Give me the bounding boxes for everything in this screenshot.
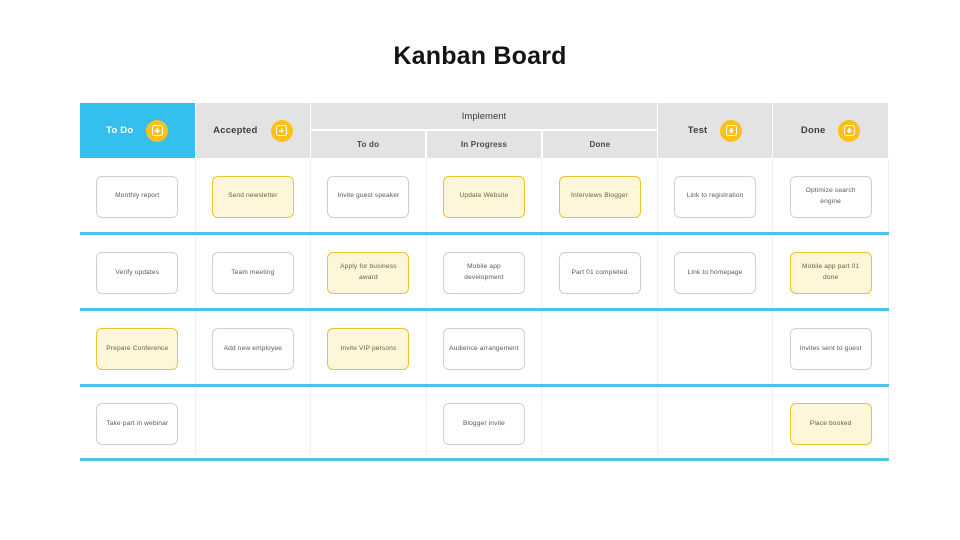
- board-row: Verify updates Team meeting Apply for busi…: [80, 235, 889, 311]
- board-cell-impl-todo: Invite guest speaker: [311, 158, 427, 235]
- board-cell-impl-done: Part 01 completed: [542, 235, 658, 311]
- column-header-done[interactable]: Done: [773, 103, 888, 158]
- task-card[interactable]: Interviews Blogger: [558, 175, 641, 218]
- add-card-button-test[interactable]: [720, 119, 743, 142]
- board-row: Take part in webinar Blogger invite Place …: [80, 387, 889, 461]
- row-divider: [80, 384, 889, 387]
- board-cell-test: [658, 387, 774, 461]
- task-card[interactable]: Place booked: [789, 403, 872, 445]
- task-card[interactable]: Update Website: [442, 175, 525, 218]
- task-card[interactable]: Add new employee: [211, 328, 294, 370]
- task-card[interactable]: Invite VIP persons: [327, 328, 410, 370]
- task-card[interactable]: Mobile app development: [442, 252, 525, 294]
- task-card[interactable]: Blogger invite: [442, 403, 525, 445]
- task-card[interactable]: Prepare Conference: [96, 328, 179, 370]
- board-row: Monthly report Send newsletter Invite gues…: [80, 158, 889, 235]
- board-cell-accepted: Send newsletter: [196, 158, 312, 235]
- board-cell-done: Optimize search engine: [773, 158, 889, 235]
- column-header-impl-todo[interactable]: To do: [311, 131, 426, 158]
- row-divider: [80, 308, 889, 311]
- plus-in-square-icon: [276, 125, 288, 136]
- board-cell-impl-progress: Mobile app development: [427, 235, 543, 311]
- column-header-impl-done[interactable]: Done: [542, 131, 657, 158]
- board-cell-todo: Monthly report: [80, 158, 196, 235]
- column-header-label: Test: [687, 125, 708, 136]
- task-card[interactable]: Optimize search engine: [789, 175, 872, 218]
- board-cell-accepted: Add new employee: [196, 311, 312, 387]
- column-group-title-implement: Implement: [311, 103, 657, 129]
- board-cell-done: Mobile app part 01 done: [773, 235, 889, 311]
- column-header-label: Done: [800, 125, 826, 136]
- task-card[interactable]: Verify updates: [96, 252, 179, 294]
- column-header-todo[interactable]: To Do: [80, 103, 195, 158]
- board-cell-impl-progress: Audience arrangement: [427, 311, 543, 387]
- add-card-button-todo[interactable]: [146, 119, 169, 142]
- board-cell-impl-todo: Invite VIP persons: [311, 311, 427, 387]
- page-title: Kanban Board: [393, 42, 567, 70]
- board-cell-impl-done: [542, 311, 658, 387]
- board-cell-done: Invites sent to guest: [773, 311, 889, 387]
- task-card[interactable]: Mobile app part 01 done: [789, 252, 872, 294]
- task-card[interactable]: Invite guest speaker: [327, 175, 410, 218]
- board-body-grid: Monthly report Send newsletter Invite gues…: [80, 158, 889, 461]
- task-card[interactable]: Part 01 completed: [558, 252, 641, 294]
- column-header-label: Accepted: [213, 125, 258, 136]
- board-cell-test: Link to registration: [658, 158, 774, 235]
- task-card[interactable]: Apply for business award: [327, 252, 410, 294]
- task-card[interactable]: Monthly report: [96, 175, 179, 218]
- row-divider: [80, 232, 889, 235]
- task-card[interactable]: Invites sent to guest: [789, 328, 872, 370]
- board-cell-impl-progress: Update Website: [427, 158, 543, 235]
- column-header-test[interactable]: Test: [657, 103, 773, 158]
- task-card[interactable]: Send newsletter: [211, 175, 294, 218]
- board-cell-test: [658, 311, 774, 387]
- task-card[interactable]: Link to homepage: [674, 252, 757, 294]
- task-card[interactable]: Team meeting: [211, 252, 294, 294]
- board-cell-test: Link to homepage: [658, 235, 774, 311]
- column-header-accepted[interactable]: Accepted: [195, 103, 311, 158]
- board-cell-todo: Take part in webinar: [80, 387, 196, 461]
- add-card-button-done[interactable]: [838, 119, 861, 142]
- plus-in-square-icon: [151, 125, 163, 136]
- add-card-button-accepted[interactable]: [270, 119, 293, 142]
- board-cell-accepted: [196, 387, 312, 461]
- board-cell-impl-done: Interviews Blogger: [542, 158, 658, 235]
- board-cell-impl-done: [542, 387, 658, 461]
- task-card[interactable]: Link to registration: [674, 175, 757, 218]
- board-cell-impl-todo: Apply for business award: [311, 235, 427, 311]
- task-card[interactable]: Take part in webinar: [96, 403, 179, 445]
- board-cell-done: Place booked: [773, 387, 889, 461]
- plus-in-square-icon: [725, 125, 737, 136]
- board-row: Prepare Conference Add new employee Invite…: [80, 311, 889, 387]
- column-header-impl-progress[interactable]: In Progress: [427, 131, 541, 158]
- column-header-label: To Do: [106, 125, 134, 136]
- plus-in-square-icon: [843, 125, 855, 136]
- task-card[interactable]: Audience arrangement: [442, 328, 525, 370]
- board-cell-todo: Verify updates: [80, 235, 196, 311]
- row-divider: [80, 458, 889, 461]
- board-cell-impl-progress: Blogger invite: [427, 387, 543, 461]
- board-cell-todo: Prepare Conference: [80, 311, 196, 387]
- board-cell-impl-todo: [311, 387, 427, 461]
- board-cell-accepted: Team meeting: [196, 235, 312, 311]
